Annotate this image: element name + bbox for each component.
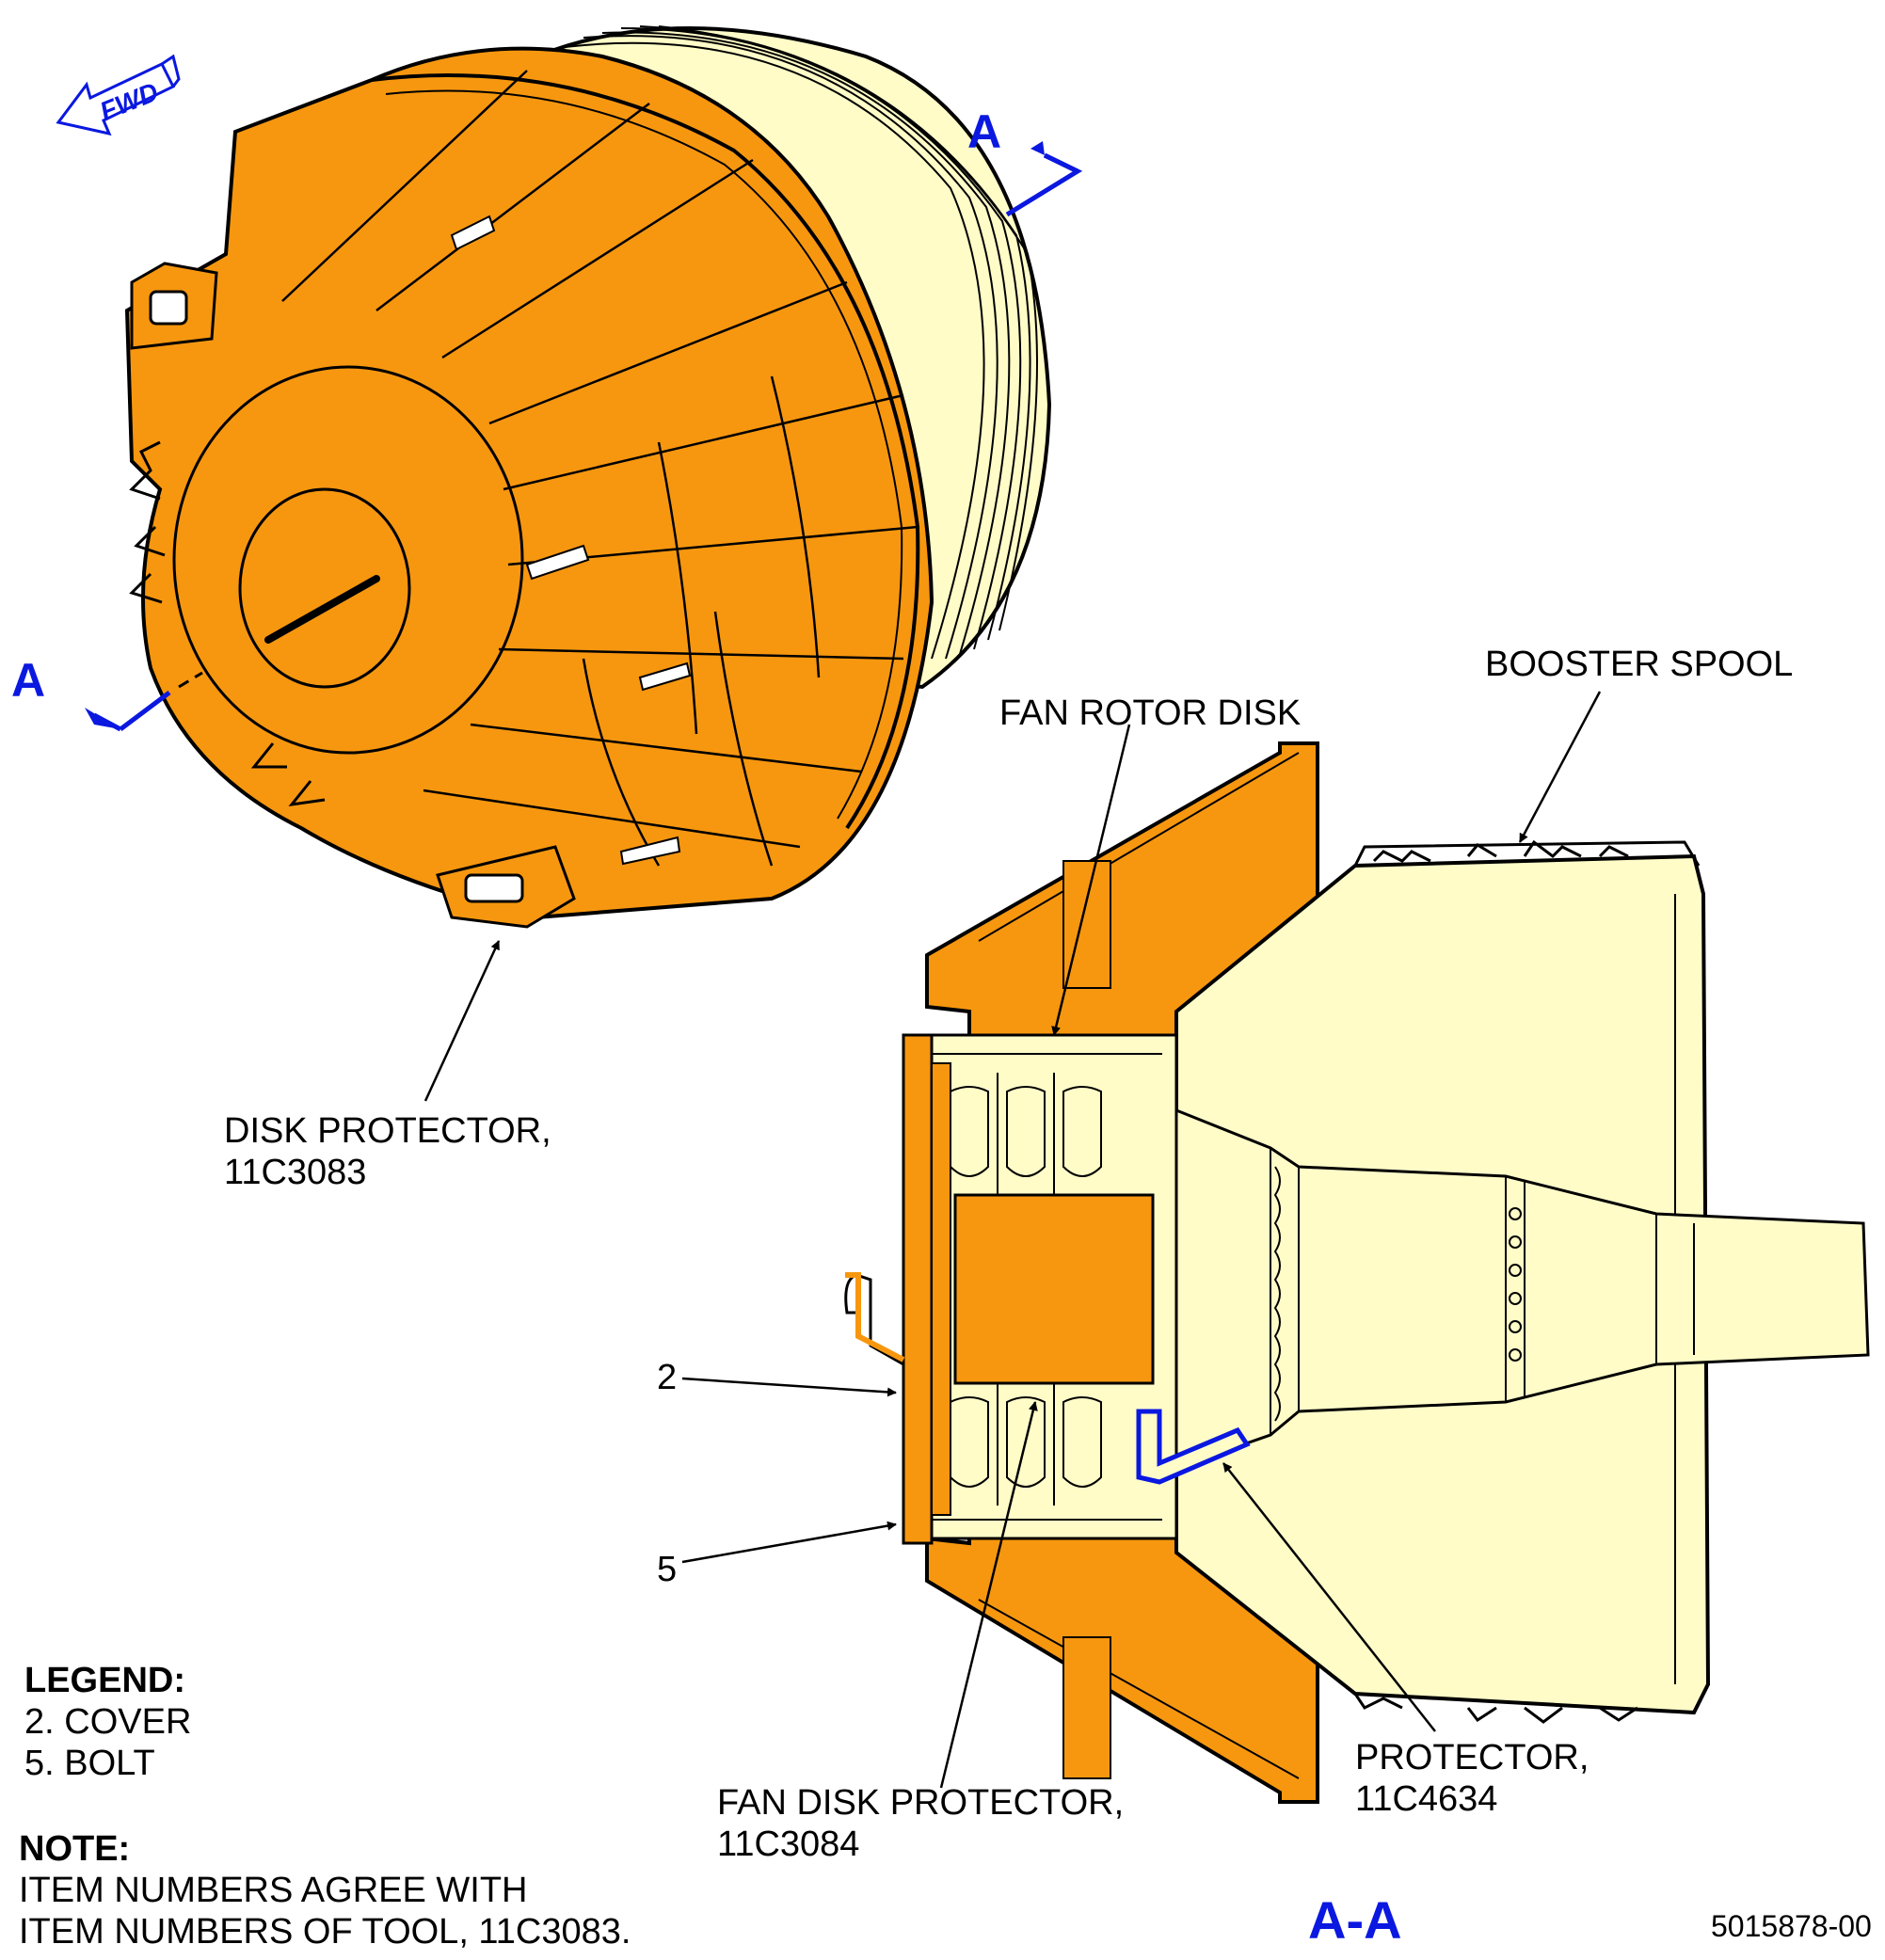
section-view bbox=[681, 691, 1870, 1804]
section-marker-top: A bbox=[967, 105, 1002, 158]
disk-protector-3d bbox=[124, 46, 935, 929]
note-line: ITEM NUMBERS OF TOOL, 11C3083. bbox=[19, 1912, 631, 1952]
note: NOTE: ITEM NUMBERS AGREE WITH ITEM NUMBE… bbox=[19, 1828, 631, 1952]
isometric-view: FWD bbox=[56, 25, 1083, 1102]
section-line-a-a bbox=[85, 141, 1083, 732]
protector-label: PROTECTOR, 11C4634 bbox=[1355, 1738, 1589, 1819]
note-line: ITEM NUMBERS AGREE WITH bbox=[19, 1871, 528, 1910]
item-5-label: 5 bbox=[657, 1550, 678, 1589]
booster-spool-label: BOOSTER SPOOL bbox=[1485, 645, 1794, 684]
figure-id: 5015878-00 bbox=[1711, 1909, 1872, 1943]
item-2-label: 2 bbox=[657, 1358, 678, 1397]
fwd-arrow-icon: FWD bbox=[56, 54, 181, 136]
section-title: A-A bbox=[1308, 1890, 1402, 1950]
note-title: NOTE: bbox=[19, 1829, 131, 1869]
legend-item: 2. COVER bbox=[24, 1702, 192, 1742]
section-marker-left: A bbox=[11, 654, 46, 707]
legend-item: 5. BOLT bbox=[24, 1744, 155, 1783]
fan-rotor-disk-label: FAN ROTOR DISK bbox=[999, 693, 1302, 733]
fan-disk-protector-label: FAN DISK PROTECTOR, 11C3084 bbox=[717, 1783, 1125, 1864]
disk-protector-label: DISK PROTECTOR, 11C3083 bbox=[224, 1111, 551, 1192]
legend: LEGEND: 2. COVER 5. BOLT bbox=[24, 1660, 191, 1784]
legend-title: LEGEND: bbox=[24, 1661, 185, 1700]
